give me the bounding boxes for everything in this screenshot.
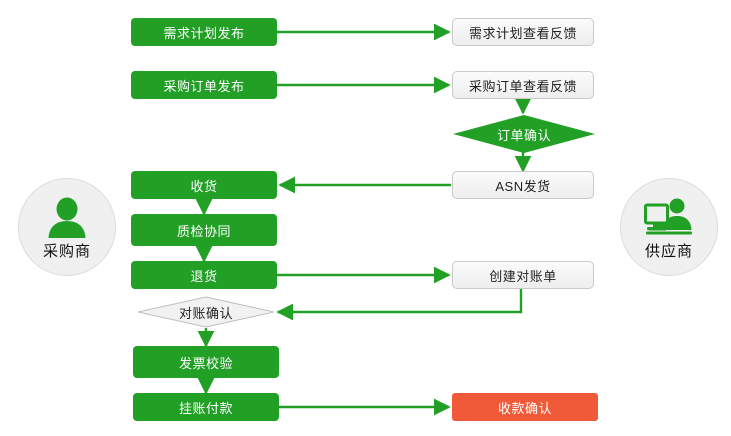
node-label: 采购订单查看反馈 — [468, 78, 577, 94]
node-qc-collab[interactable]: 质检协同 — [131, 214, 277, 246]
person-icon — [40, 193, 94, 239]
node-label: 质检协同 — [176, 223, 231, 239]
node-label: 需求计划发布 — [163, 25, 245, 41]
node-label: 订单确认 — [496, 127, 551, 143]
node-recon-confirm[interactable]: 对账确认 — [137, 296, 275, 328]
node-payment-confirm[interactable]: 收款确认 — [452, 393, 598, 421]
node-return-goods[interactable]: 退货 — [131, 261, 277, 289]
node-payable-pay[interactable]: 挂账付款 — [133, 393, 279, 421]
node-invoice-check[interactable]: 发票校验 — [133, 346, 279, 378]
node-label: 收货 — [190, 178, 218, 194]
actor-name: 供应商 — [644, 243, 693, 260]
node-demand-feedback[interactable]: 需求计划查看反馈 — [452, 18, 594, 46]
node-order-confirm[interactable]: 订单确认 — [453, 115, 595, 153]
actor-supplier[interactable]: 供应商 — [620, 178, 718, 276]
person-at-computer-icon — [642, 193, 696, 239]
diamond-shape — [137, 296, 275, 328]
node-label: 退货 — [190, 268, 218, 284]
actor-buyer[interactable]: 采购商 — [18, 178, 116, 276]
node-receive[interactable]: 收货 — [131, 171, 277, 199]
node-label: 需求计划查看反馈 — [468, 25, 577, 41]
node-asn-ship[interactable]: ASN发货 — [452, 171, 594, 199]
node-label: 收款确认 — [497, 400, 552, 416]
node-label: 挂账付款 — [178, 400, 233, 416]
node-label: 发票校验 — [178, 355, 233, 371]
node-label: ASN发货 — [495, 178, 551, 194]
node-create-statement[interactable]: 创建对账单 — [452, 261, 594, 289]
node-po-publish[interactable]: 采购订单发布 — [131, 71, 277, 99]
actor-name: 采购商 — [42, 243, 91, 260]
node-po-feedback[interactable]: 采购订单查看反馈 — [452, 71, 594, 99]
node-label: 对账确认 — [178, 305, 233, 321]
diamond-shape — [453, 115, 595, 153]
edge-create-statement-to-recon-confirm — [276, 289, 523, 321]
node-label: 创建对账单 — [489, 268, 557, 284]
node-demand-publish[interactable]: 需求计划发布 — [131, 18, 277, 46]
node-label: 采购订单发布 — [163, 78, 245, 94]
